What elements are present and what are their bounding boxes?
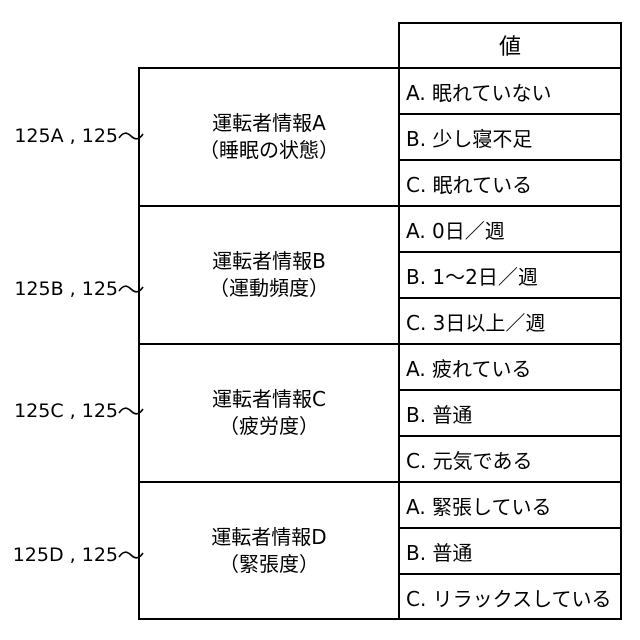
group-title: 運転者情報D — [211, 524, 326, 551]
group-title: 運転者情報C — [212, 386, 326, 413]
leader-line-d — [118, 549, 144, 561]
value-cell: C. 3日以上／週 — [406, 298, 620, 344]
value-cell: C. リラックスしている — [406, 574, 620, 620]
value-cell: C. 眠れている — [406, 160, 620, 206]
group-label-c: 運転者情報C （疲労度） — [140, 345, 398, 481]
value-cell: B. 1～2日／週 — [406, 252, 620, 298]
reference-label-b: 125B , 125 — [0, 274, 118, 304]
value-cell: B. 少し寝不足 — [406, 114, 620, 160]
value-cell: B. 普通 — [406, 528, 620, 574]
value-cell: A. 緊張している — [406, 482, 620, 528]
group-subtitle: （睡眠の状態） — [199, 137, 339, 164]
group-title: 運転者情報B — [212, 248, 326, 275]
value-cell: A. 疲れている — [406, 344, 620, 390]
value-cell: A. 眠れていない — [406, 68, 620, 114]
leader-line-b — [118, 283, 144, 295]
group-label-a: 運転者情報A （睡眠の状態） — [140, 69, 398, 205]
reference-label-d: 125D , 125 — [0, 540, 118, 570]
group-label-d: 運転者情報D （緊張度） — [140, 483, 398, 619]
group-label-b: 運転者情報B （運動頻度） — [140, 207, 398, 343]
reference-label-a: 125A , 125 — [0, 121, 118, 151]
value-cell: C. 元気である — [406, 436, 620, 482]
value-column-header: 値 — [398, 22, 622, 68]
value-cell: A. 0日／週 — [406, 206, 620, 252]
group-subtitle: （疲労度） — [219, 413, 319, 440]
leader-line-a — [118, 130, 144, 142]
value-column-left-border — [398, 22, 400, 620]
group-title: 運転者情報A — [212, 110, 326, 137]
header-right-border — [620, 22, 622, 620]
leader-line-c — [118, 405, 144, 417]
value-cell: B. 普通 — [406, 390, 620, 436]
group-subtitle: （運動頻度） — [209, 275, 329, 302]
reference-label-c: 125C , 125 — [0, 396, 118, 426]
group-subtitle: （緊張度） — [219, 551, 319, 578]
